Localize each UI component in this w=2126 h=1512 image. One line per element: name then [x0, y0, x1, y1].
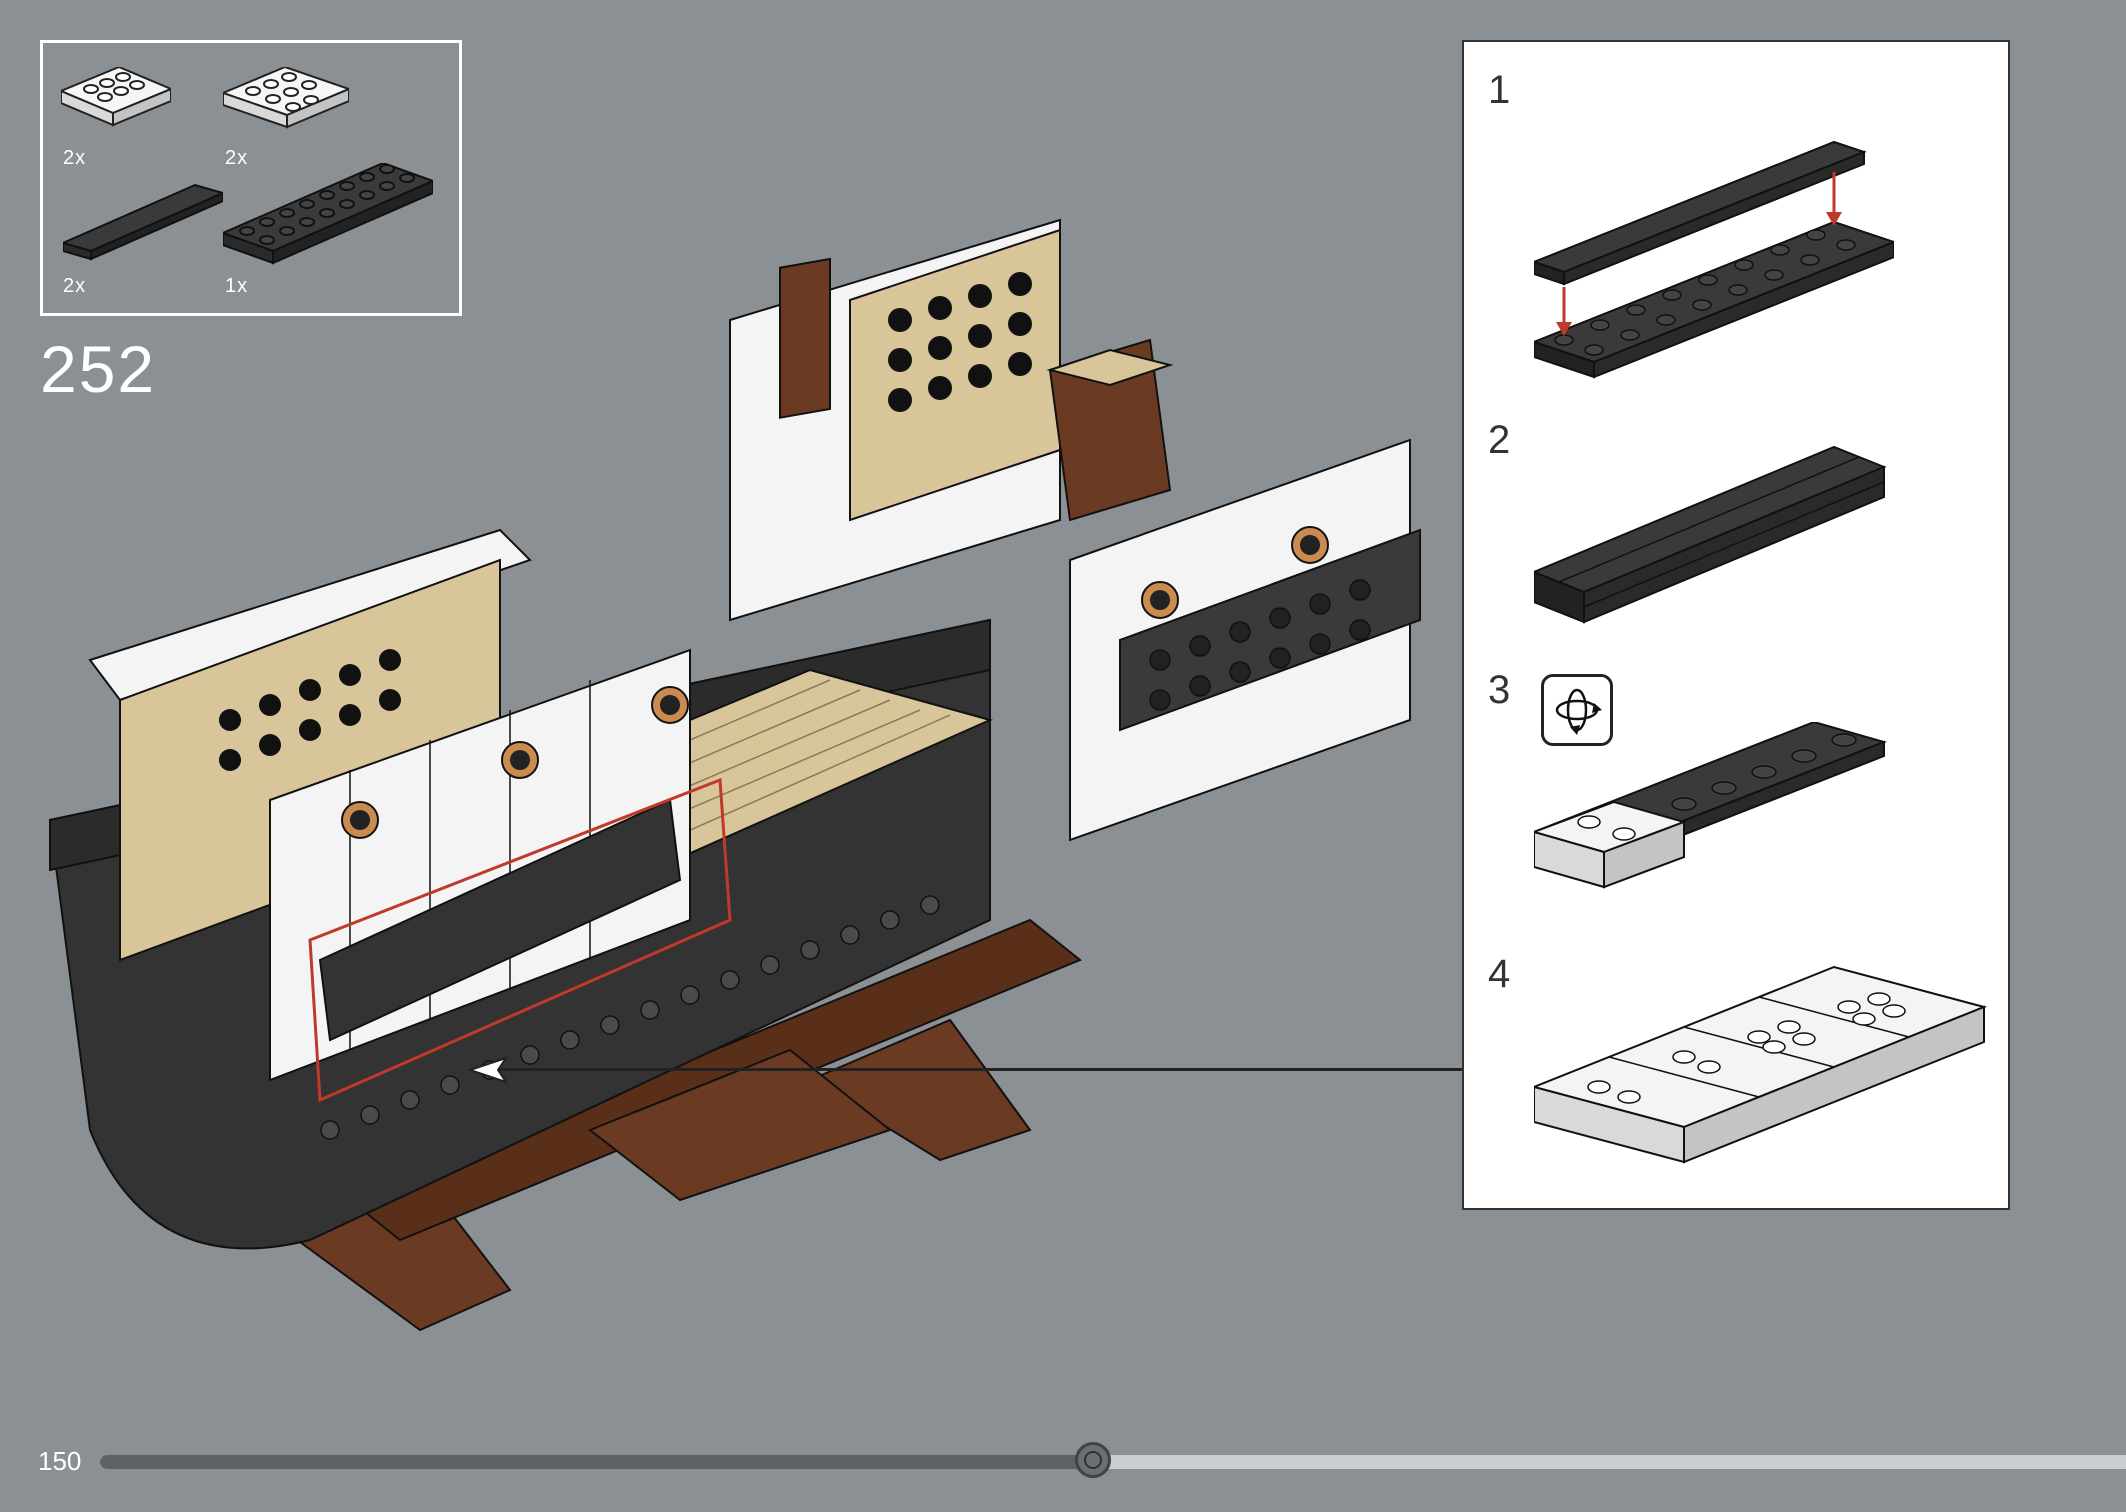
part-quantity: 2x	[225, 147, 249, 169]
part-quantity: 2x	[63, 147, 87, 169]
callout-line	[500, 1068, 1464, 1071]
parts-list: 2x 2x 2x	[40, 40, 462, 316]
progress-slider-handle[interactable]	[1075, 1442, 1111, 1478]
page-progress-bar[interactable]	[100, 1455, 2126, 1469]
white-plate-2x3-icon	[61, 67, 171, 129]
callout-arrowhead-icon	[468, 1056, 508, 1084]
substep-label: 1	[1488, 68, 1511, 112]
substep-label: 3	[1488, 668, 1511, 712]
step-number: 252	[40, 332, 157, 406]
substep-1-illustration	[1531, 92, 1897, 427]
substeps-panel: 1 2 3	[1462, 40, 2010, 1210]
page-number: 150	[38, 1446, 82, 1476]
black-plate-2x8-icon	[223, 163, 433, 273]
white-plate-2x3-icon	[223, 67, 349, 129]
rotate-icon	[1541, 674, 1613, 746]
progress-fill	[100, 1455, 1093, 1469]
ship-hull-model-illustration	[30, 200, 1450, 1445]
black-tile-1x8-icon	[63, 173, 223, 263]
part-quantity: 2x	[63, 275, 87, 297]
part-quantity: 1x	[225, 275, 249, 297]
substep-label: 2	[1488, 418, 1511, 462]
substep-2-illustration	[1531, 442, 1894, 647]
substep-4-illustration	[1530, 947, 1994, 1182]
substep-label: 4	[1488, 952, 1511, 996]
substep-3-illustration	[1530, 720, 1894, 927]
